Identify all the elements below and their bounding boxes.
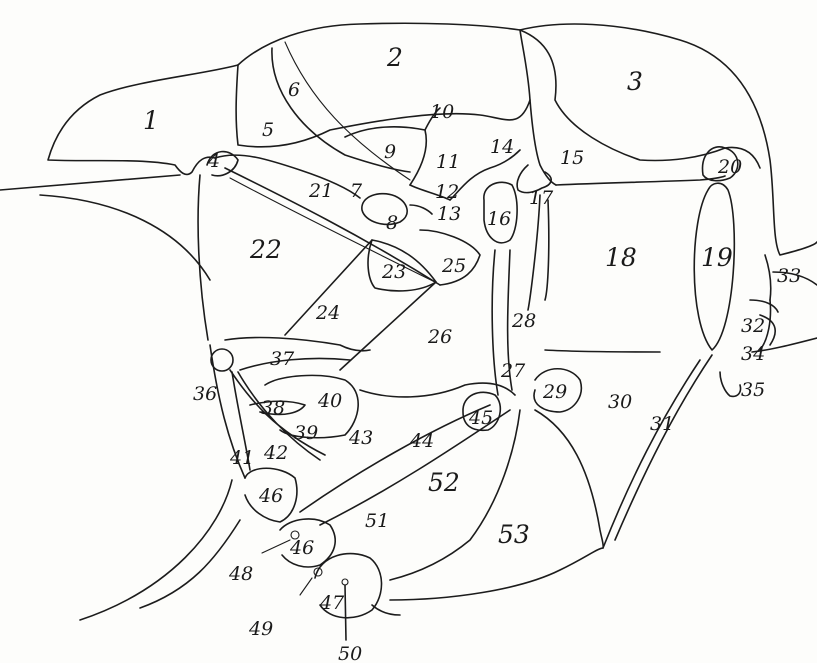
label-20: 20 xyxy=(717,156,742,178)
label-38: 38 xyxy=(261,397,285,419)
label-29: 29 xyxy=(542,381,567,403)
label-18: 18 xyxy=(605,243,637,272)
label-48: 48 xyxy=(228,563,253,585)
label-34: 34 xyxy=(741,343,765,365)
label-19: 19 xyxy=(701,243,733,272)
label-51: 51 xyxy=(365,510,389,532)
label-23: 23 xyxy=(381,261,406,283)
label-17: 17 xyxy=(529,187,554,209)
label-52: 52 xyxy=(428,468,460,497)
label-24: 24 xyxy=(315,302,340,324)
label-39: 39 xyxy=(294,422,318,444)
label-33: 33 xyxy=(777,265,801,287)
label-41: 41 xyxy=(229,447,254,469)
label-22: 22 xyxy=(249,235,282,264)
label-40: 40 xyxy=(317,390,342,412)
label-9: 9 xyxy=(384,141,396,163)
label-35: 35 xyxy=(741,379,765,401)
label-13: 13 xyxy=(437,203,461,225)
label-28: 28 xyxy=(511,310,536,332)
label-47: 47 xyxy=(319,592,345,614)
label-10: 10 xyxy=(430,101,454,123)
label-12: 12 xyxy=(435,181,459,203)
label-25: 25 xyxy=(441,255,466,277)
label-42: 42 xyxy=(263,442,288,464)
label-49: 49 xyxy=(248,618,273,640)
label-26: 26 xyxy=(427,326,452,348)
label-16: 16 xyxy=(487,208,511,230)
label-15: 15 xyxy=(560,147,584,169)
label-46-lower: 46 xyxy=(289,537,314,559)
label-50: 50 xyxy=(338,643,362,663)
label-5: 5 xyxy=(262,119,274,141)
label-45: 45 xyxy=(468,407,493,429)
label-7: 7 xyxy=(350,180,363,202)
label-36: 36 xyxy=(193,383,217,405)
label-30: 30 xyxy=(608,391,632,413)
label-27: 27 xyxy=(500,360,526,382)
label-8: 8 xyxy=(386,212,398,234)
label-37: 37 xyxy=(270,348,295,370)
label-43: 43 xyxy=(348,427,373,449)
label-21: 21 xyxy=(308,180,333,202)
label-46-upper: 46 xyxy=(258,485,283,507)
label-2: 2 xyxy=(386,43,403,72)
label-32: 32 xyxy=(741,315,765,337)
label-3: 3 xyxy=(627,67,643,96)
label-1: 1 xyxy=(143,106,159,135)
label-14: 14 xyxy=(490,136,514,158)
label-11: 11 xyxy=(436,151,460,173)
label-6: 6 xyxy=(288,79,300,101)
label-4: 4 xyxy=(207,150,220,172)
label-31: 31 xyxy=(650,413,674,435)
label-44: 44 xyxy=(409,430,434,452)
label-53: 53 xyxy=(498,520,530,549)
